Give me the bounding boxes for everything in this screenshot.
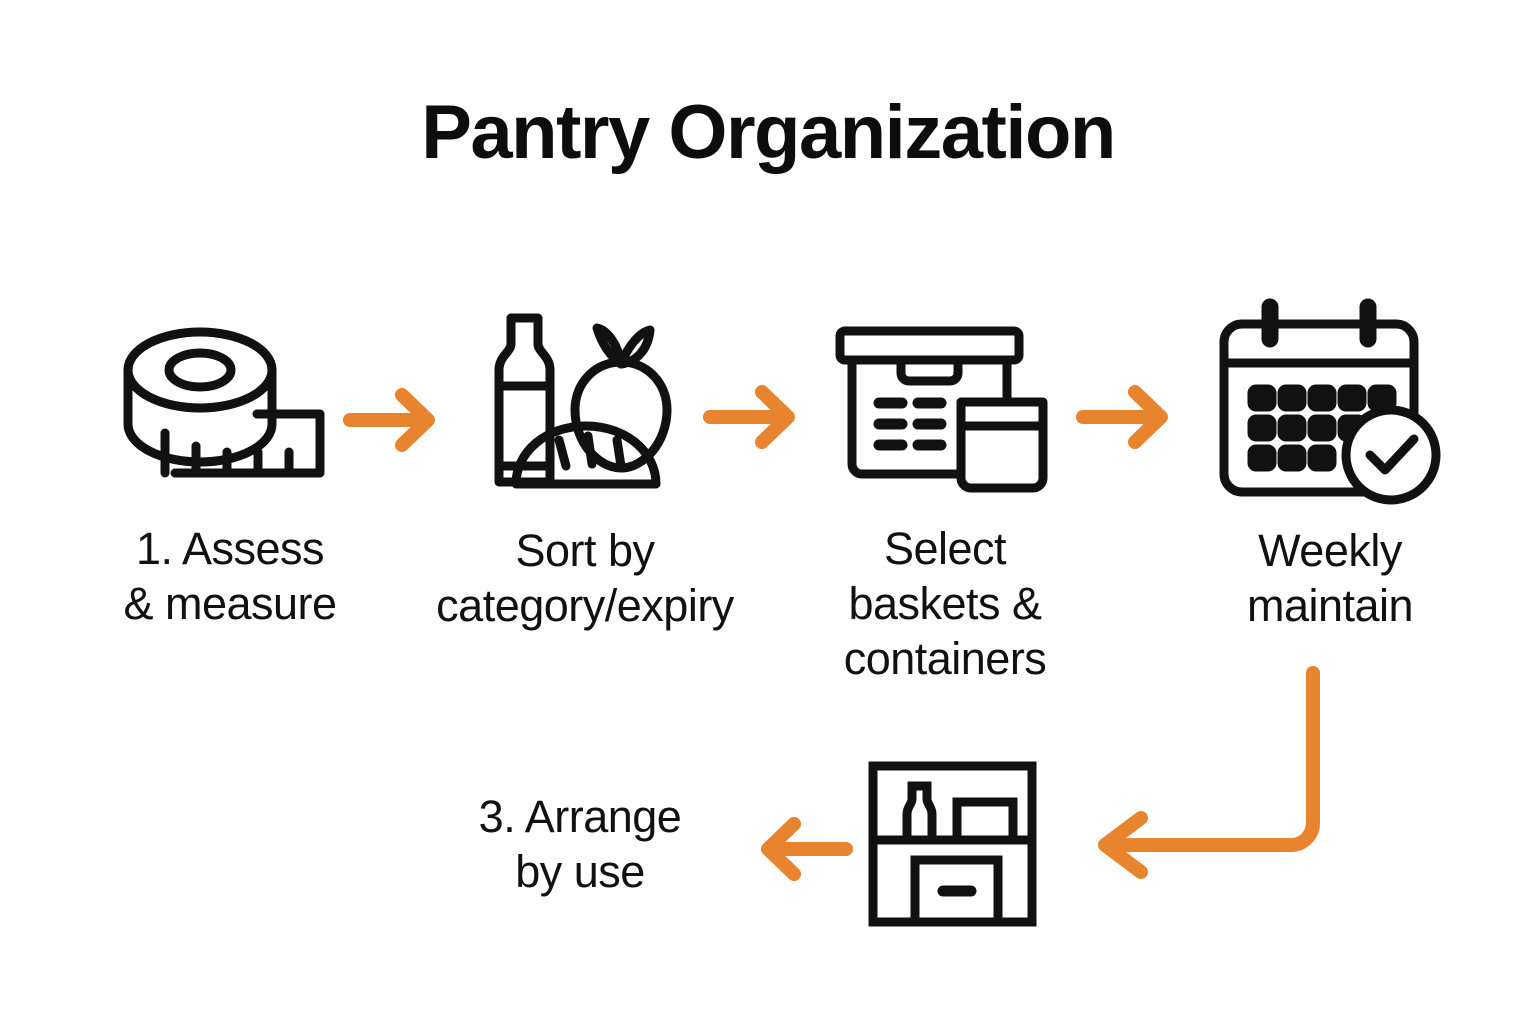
- storage-baskets-icon: [835, 326, 1048, 493]
- step-4-label: Weekly maintain: [1246, 525, 1414, 631]
- arrow-right-icon-1: [343, 388, 435, 452]
- arrow-left-icon: [761, 817, 853, 881]
- arrow-right-icon-3: [1076, 385, 1168, 449]
- step-1-assess-measure: 1. Assess & measure: [60, 318, 400, 632]
- step-1-label: 1. Assess & measure: [123, 523, 337, 629]
- step-2-label: Sort by category/expiry: [436, 525, 734, 631]
- arrow-right-icon-2: [703, 385, 795, 449]
- groceries-icon: [494, 313, 671, 489]
- calendar-check-icon: [1219, 298, 1440, 505]
- tape-measure-icon: [123, 327, 325, 478]
- step-5-label: 3. Arrange by use: [478, 791, 682, 897]
- pantry-shelf-icon: [868, 761, 1037, 927]
- step-3-select-baskets: Select baskets & containers: [790, 318, 1100, 687]
- elbow-connector-arrow: [1098, 666, 1320, 879]
- step-2-sort-by-category: Sort by category/expiry: [400, 300, 770, 634]
- step-4-weekly-maintain: Weekly maintain: [1180, 295, 1480, 634]
- step-5-pantry-shelf: [865, 758, 1055, 930]
- page-title: Pantry Organization: [421, 90, 1116, 175]
- step-3-label: Select baskets & containers: [843, 523, 1047, 684]
